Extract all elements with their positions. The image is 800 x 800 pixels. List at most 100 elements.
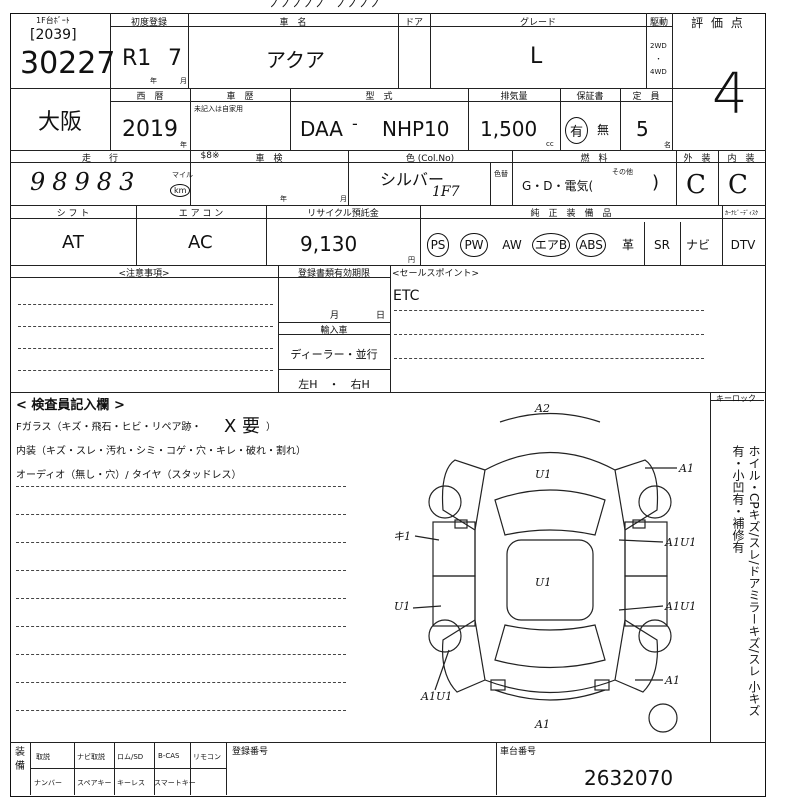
grid-line bbox=[10, 88, 766, 89]
rear-light-left bbox=[490, 679, 506, 691]
grid-line bbox=[30, 768, 226, 769]
warranty-label: 保証書 bbox=[576, 92, 604, 102]
reg-month: 月 bbox=[330, 311, 340, 321]
grid-line bbox=[290, 88, 291, 150]
grid-line bbox=[278, 322, 390, 323]
car-navi-label: ｶｰﾅﾋﾞｰﾃﾞｨｽｸ bbox=[725, 210, 759, 217]
wheel-rear-left bbox=[428, 619, 462, 653]
right-front-fender bbox=[614, 459, 659, 531]
front-bumper-outline bbox=[499, 412, 601, 423]
grid-line bbox=[278, 369, 390, 370]
grade: L bbox=[530, 44, 543, 69]
wheel-rear-right bbox=[638, 619, 672, 653]
notes-line bbox=[18, 326, 273, 327]
equip-airbag: エアB bbox=[531, 230, 571, 260]
inspector-line bbox=[16, 682, 346, 683]
footer-item-navi-manual: ナビ取説 bbox=[77, 753, 105, 761]
mark-front-bumper: A2 bbox=[534, 402, 550, 415]
notes-line bbox=[18, 304, 273, 305]
color-change-label: 色替 bbox=[494, 170, 508, 178]
key-lock-label: キーロック bbox=[716, 394, 756, 403]
drive-dot: ・ bbox=[655, 55, 662, 63]
grid-line bbox=[10, 277, 390, 278]
grid-line bbox=[644, 222, 645, 265]
rear-bumper-outline bbox=[494, 689, 606, 701]
sales-line bbox=[394, 310, 704, 311]
color-label: 色 (Col.No) bbox=[405, 154, 455, 164]
left-rear-fender bbox=[441, 619, 486, 693]
interior-label: 内 装 bbox=[727, 154, 755, 164]
mark-rear-bumper: A1 bbox=[534, 718, 550, 731]
mile-small: マイル bbox=[172, 171, 193, 179]
glass-line: Fガラス（キズ・飛石・ヒビ・リペア跡・ bbox=[16, 422, 202, 433]
grid-line bbox=[676, 150, 677, 205]
grid-line bbox=[190, 742, 191, 795]
inspector-line bbox=[16, 598, 346, 599]
audio-line: オーディオ（無し・穴）/ タイヤ（スタッドレス） bbox=[16, 470, 242, 481]
right-front-door bbox=[624, 521, 668, 577]
model-label: 型 式 bbox=[365, 92, 393, 102]
equipment-label: 純 正 装 備 品 bbox=[530, 209, 612, 219]
grid-line bbox=[496, 742, 497, 795]
grid-line bbox=[390, 265, 391, 392]
right-rear-fender bbox=[614, 619, 659, 693]
inspector-line bbox=[16, 710, 346, 711]
grid-line bbox=[10, 265, 766, 266]
lot-number: 30227 bbox=[20, 46, 116, 81]
grid-line bbox=[398, 13, 399, 88]
roof-outline bbox=[506, 539, 594, 621]
venue-code: 1F台ﾎﾞｰﾄ bbox=[36, 16, 70, 25]
car-name: アクア bbox=[266, 48, 325, 72]
rear-light-right bbox=[594, 679, 610, 691]
left-front-door bbox=[432, 521, 476, 577]
grid-line bbox=[468, 88, 469, 150]
capacity-label: 定 員 bbox=[632, 92, 660, 102]
mark-right-rear-fender: A1 bbox=[664, 674, 680, 687]
first-reg-era: R1 bbox=[122, 46, 152, 71]
notes-line bbox=[18, 370, 273, 371]
displacement-label: 排気量 bbox=[500, 92, 528, 102]
grid-line bbox=[188, 13, 189, 88]
grid-line bbox=[348, 150, 349, 205]
grid-line bbox=[490, 162, 491, 205]
equip-aw: AW bbox=[502, 238, 522, 252]
grid-line bbox=[672, 13, 673, 150]
history-note: 未記入は自家用 bbox=[194, 105, 243, 113]
grid-line bbox=[560, 88, 561, 150]
fuel-label: 燃 料 bbox=[580, 154, 608, 164]
sales-label: <セールスポイント> bbox=[392, 269, 480, 279]
door-label: ドア bbox=[404, 18, 423, 28]
history-label: 車 歴 bbox=[226, 92, 254, 102]
equip-sr: SR bbox=[654, 238, 670, 252]
warranty-no: 無 bbox=[597, 123, 610, 137]
chassis-number: 2632070 bbox=[584, 766, 674, 790]
warranty-yes: 有 bbox=[565, 117, 589, 144]
grid-line bbox=[136, 205, 137, 265]
inspector-line bbox=[16, 626, 346, 627]
mileage-unit-label: $8※ bbox=[200, 151, 220, 161]
mileage-label: 走 行 bbox=[81, 154, 118, 164]
grid-line bbox=[74, 742, 75, 795]
grid-line bbox=[10, 218, 766, 219]
month-small: 月 bbox=[180, 77, 187, 85]
equip-leather: 革 bbox=[621, 238, 634, 252]
mark-roof: U1 bbox=[535, 576, 551, 589]
capacity-unit: 名 bbox=[664, 141, 671, 149]
model-dash: - bbox=[352, 114, 358, 133]
mark-front-right-fender: A1 bbox=[678, 462, 694, 475]
wheel-front-left bbox=[428, 485, 462, 519]
model-year: 2019 bbox=[122, 117, 178, 142]
grid-line bbox=[30, 742, 31, 795]
model-code: NHP10 bbox=[382, 117, 450, 141]
grade-label: グレード bbox=[519, 18, 556, 28]
glass-close: ） bbox=[266, 422, 276, 433]
inspector-line bbox=[16, 654, 346, 655]
grid-line bbox=[620, 88, 621, 150]
leader-line bbox=[618, 539, 664, 543]
mark-left-front-door: キ1 bbox=[395, 530, 411, 543]
grid-line bbox=[710, 400, 764, 401]
chassis-label: 車台番号 bbox=[500, 747, 537, 757]
leader-line bbox=[618, 605, 664, 611]
leader-line bbox=[414, 535, 440, 541]
